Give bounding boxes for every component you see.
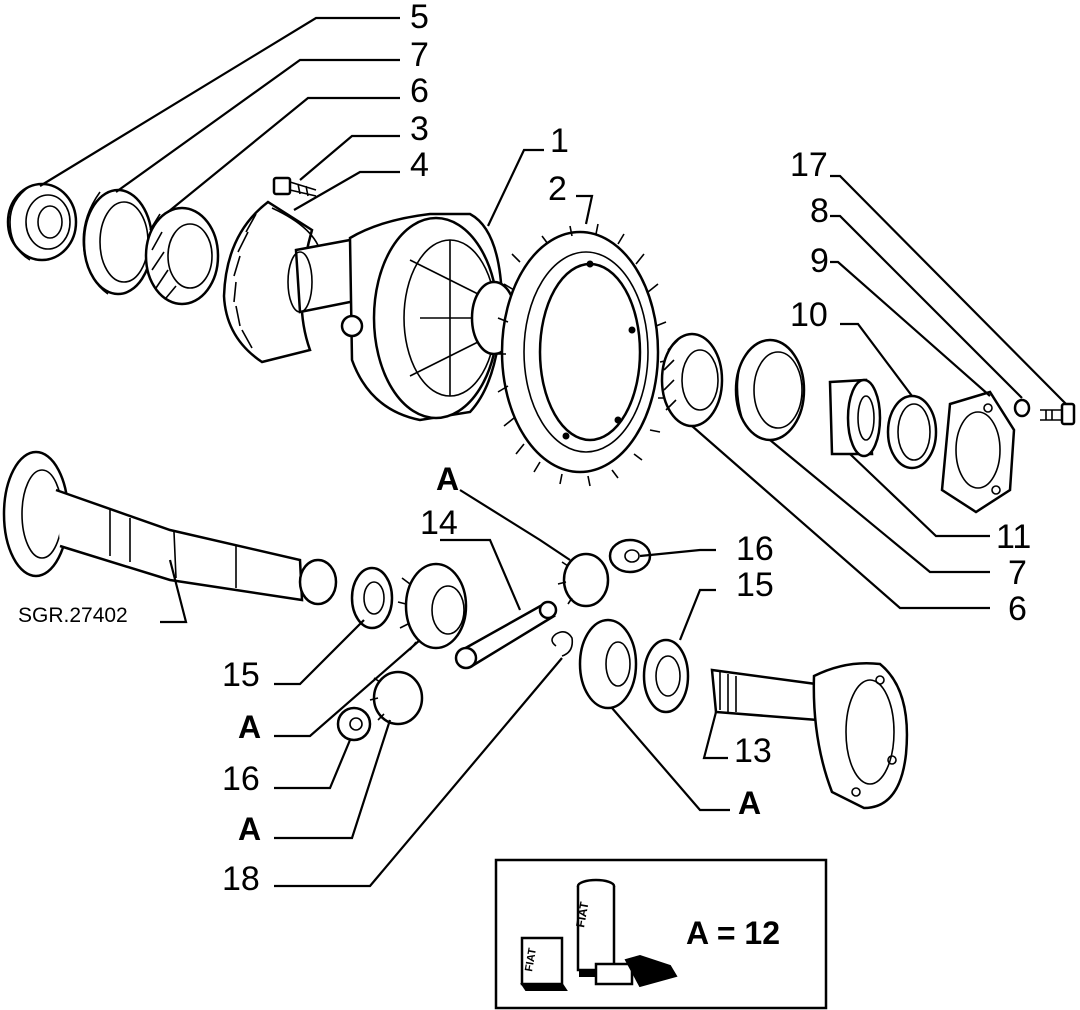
part-3-bolt [272, 176, 317, 197]
label-2: 2 [548, 170, 567, 208]
part-5-seal [6, 182, 78, 262]
part-17-screw [1040, 402, 1076, 426]
left-axle-shaft [2, 450, 338, 606]
label-7-right: 7 [1008, 554, 1027, 592]
label-16-right: 16 [736, 530, 774, 568]
grease-tubes-icon: FIAT FIAT [520, 878, 678, 991]
label-5: 5 [410, 0, 429, 36]
part-7-bearing-cup [82, 188, 154, 296]
label-a-bottom: A [738, 785, 761, 821]
part-10-shim [886, 394, 938, 470]
legend-equation: A = 12 [686, 915, 780, 951]
label-9: 9 [810, 242, 829, 280]
part-11-seal [828, 378, 882, 458]
part-6-right-bearing [660, 332, 724, 428]
part-a-pinion-top [557, 552, 610, 608]
label-4: 4 [410, 146, 429, 184]
part-14-pin-shaft [454, 600, 558, 670]
reference-code: SGR.27402 [18, 604, 128, 627]
part-13-output-shaft [710, 661, 909, 810]
label-a-left-upper: A [238, 709, 261, 745]
label-14: 14 [420, 504, 458, 542]
part-16-bottom-washer [336, 706, 372, 742]
part-a-side-gear-left [397, 562, 468, 651]
part-8-washer [1013, 398, 1031, 418]
part-1-housing [287, 212, 518, 422]
label-a-left-lower: A [238, 811, 261, 847]
label-18: 18 [222, 860, 260, 898]
label-8: 8 [810, 192, 829, 230]
part-7-right-cup [734, 338, 806, 442]
leader-lines [39, 16, 1067, 888]
svg-text:FIAT: FIAT [573, 900, 591, 928]
part-a-side-gear-right [578, 618, 638, 710]
part-18-snap-ring [551, 630, 574, 657]
label-17: 17 [790, 146, 828, 184]
svg-text:FIAT: FIAT [523, 947, 539, 973]
label-15-left: 15 [222, 656, 260, 694]
part-15-right-washer [642, 638, 690, 714]
part-a-pinion-bottom [369, 670, 424, 726]
label-a-top: A [436, 461, 459, 497]
part-2-ring-gear [496, 223, 671, 487]
label-13: 13 [734, 732, 772, 770]
part-15-left-washer [350, 566, 394, 630]
label-3: 3 [410, 110, 429, 148]
label-10: 10 [790, 296, 828, 334]
label-16-left: 16 [222, 760, 260, 798]
label-6-right: 6 [1008, 590, 1027, 628]
label-15-right: 15 [736, 566, 774, 604]
part-labels: 5 7 6 3 4 1 2 17 8 9 10 11 7 6 14 16 15 … [18, 0, 1031, 898]
part-6-roller-bearing [144, 206, 220, 306]
legend-box: FIAT FIAT A = 12 [494, 858, 828, 1010]
label-7-top: 7 [410, 36, 429, 74]
label-1: 1 [550, 122, 569, 160]
label-6-top: 6 [410, 72, 429, 110]
part-9-flange [940, 390, 1016, 514]
label-11: 11 [996, 518, 1031, 556]
